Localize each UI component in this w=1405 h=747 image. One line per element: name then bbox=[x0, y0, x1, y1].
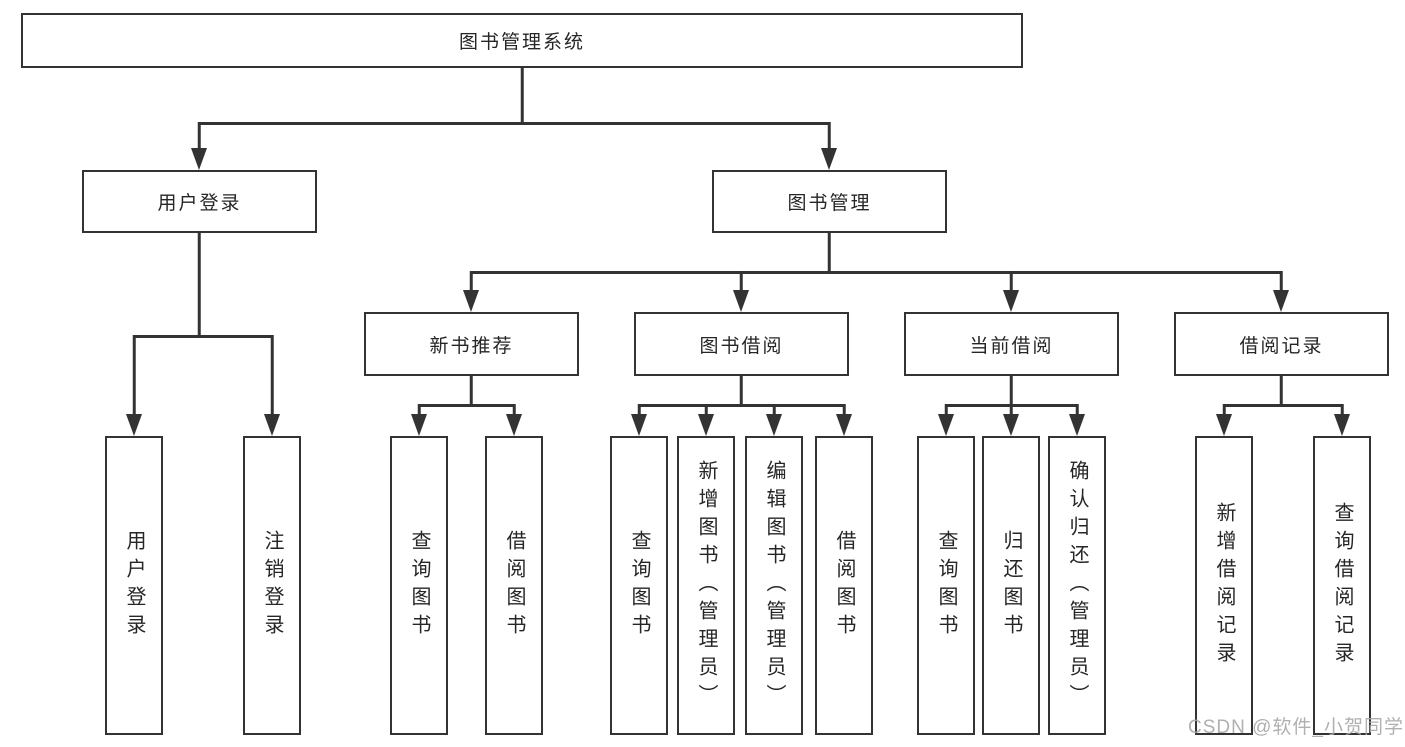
leaf-add-borrow-record: 新增借阅记录 bbox=[1195, 436, 1253, 735]
connector-line bbox=[739, 376, 743, 404]
connector-line bbox=[134, 335, 272, 338]
node-borrowing-records: 借阅记录 bbox=[1174, 312, 1389, 376]
connector-line bbox=[469, 271, 473, 291]
connector-line bbox=[842, 404, 846, 418]
leaf-borrow-books-recommend: 借阅图书 bbox=[485, 436, 543, 735]
node-book-borrowing: 图书借阅 bbox=[634, 312, 849, 376]
arrow-down-icon bbox=[264, 414, 280, 436]
arrow-down-icon bbox=[938, 414, 954, 436]
arrow-down-icon bbox=[821, 148, 837, 170]
connector-line bbox=[1009, 376, 1013, 404]
arrow-down-icon bbox=[463, 290, 479, 312]
connector-line bbox=[270, 335, 274, 417]
connector-line bbox=[1279, 271, 1283, 291]
leaf-confirm-return-admin: 确认归还（管理员） bbox=[1048, 436, 1106, 735]
connector-line bbox=[944, 404, 948, 418]
arrow-down-icon bbox=[766, 414, 782, 436]
connector-line bbox=[199, 122, 829, 125]
connector-line bbox=[197, 122, 201, 152]
connector-line bbox=[512, 404, 516, 418]
leaf-query-books-recommend: 查询图书 bbox=[390, 436, 448, 735]
connector-line bbox=[772, 404, 776, 418]
connector-line bbox=[1224, 404, 1342, 407]
arrow-down-icon bbox=[1069, 414, 1085, 436]
connector-line bbox=[1279, 376, 1283, 404]
arrow-down-icon bbox=[411, 414, 427, 436]
leaf-edit-books-admin: 编辑图书（管理员） bbox=[745, 436, 803, 735]
connector-line bbox=[637, 404, 641, 418]
node-current-borrowing: 当前借阅 bbox=[904, 312, 1119, 376]
leaf-add-books-admin: 新增图书（管理员） bbox=[677, 436, 735, 735]
leaf-user-login: 用户登录 bbox=[105, 436, 163, 735]
leaf-query-books-current: 查询图书 bbox=[917, 436, 975, 735]
leaf-logout: 注销登录 bbox=[243, 436, 301, 735]
connector-line bbox=[1340, 404, 1344, 418]
node-library-management-system: 图书管理系统 bbox=[21, 13, 1023, 68]
arrow-down-icon bbox=[1003, 414, 1019, 436]
connector-line bbox=[132, 335, 136, 417]
arrow-down-icon bbox=[1216, 414, 1232, 436]
leaf-borrow-books: 借阅图书 bbox=[815, 436, 873, 735]
node-book-management: 图书管理 bbox=[712, 170, 947, 233]
connector-line bbox=[827, 233, 831, 273]
arrow-down-icon bbox=[631, 414, 647, 436]
connector-line bbox=[827, 122, 831, 152]
connector-line bbox=[704, 404, 708, 418]
arrow-down-icon bbox=[733, 290, 749, 312]
connector-line bbox=[639, 404, 844, 407]
arrow-down-icon bbox=[836, 414, 852, 436]
connector-line bbox=[469, 376, 473, 404]
arrow-down-icon bbox=[1273, 290, 1289, 312]
node-user-login: 用户登录 bbox=[82, 170, 317, 233]
leaf-return-books: 归还图书 bbox=[982, 436, 1040, 735]
arrow-down-icon bbox=[191, 148, 207, 170]
arrow-down-icon bbox=[506, 414, 522, 436]
connector-line bbox=[197, 233, 201, 335]
connector-line bbox=[1009, 271, 1013, 291]
connector-line bbox=[739, 271, 743, 291]
arrow-down-icon bbox=[698, 414, 714, 436]
connector-line bbox=[520, 68, 524, 122]
arrow-down-icon bbox=[1003, 290, 1019, 312]
connector-line bbox=[1009, 404, 1013, 418]
connector-line bbox=[471, 271, 1281, 274]
connector-line bbox=[417, 404, 421, 418]
node-new-book-recommendation: 新书推荐 bbox=[364, 312, 579, 376]
csdn-watermark: CSDN @软件_小贺同学 bbox=[1188, 717, 1404, 738]
leaf-query-borrow-record: 查询借阅记录 bbox=[1313, 436, 1371, 735]
leaf-query-books-borrowing: 查询图书 bbox=[610, 436, 668, 735]
arrow-down-icon bbox=[1334, 414, 1350, 436]
connector-line bbox=[1075, 404, 1079, 418]
connector-line bbox=[1222, 404, 1226, 418]
connector-line bbox=[419, 404, 514, 407]
arrow-down-icon bbox=[126, 414, 142, 436]
